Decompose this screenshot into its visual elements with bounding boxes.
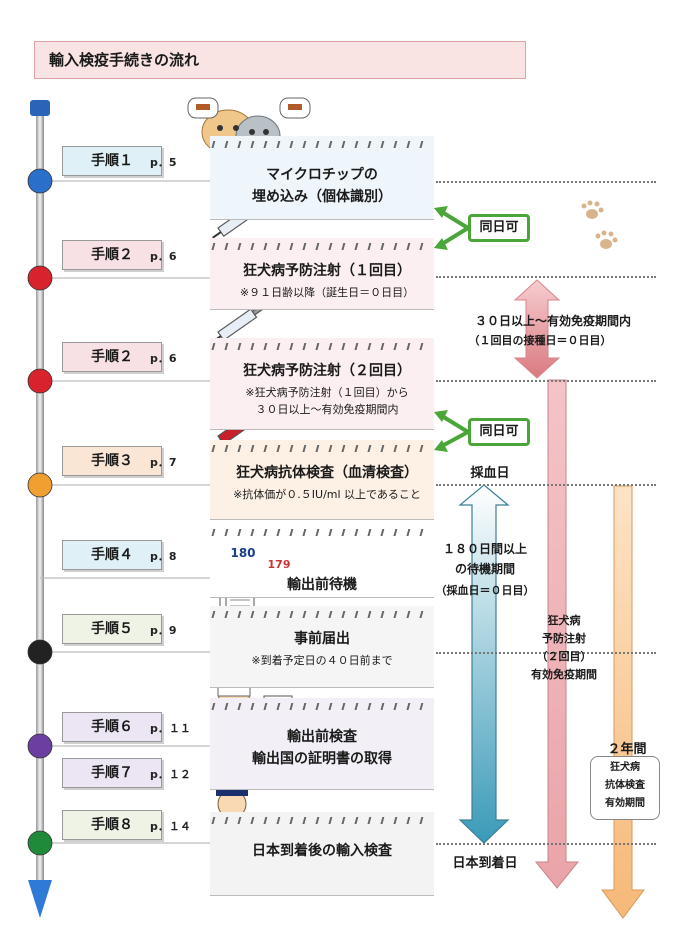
bead-step2b: [27, 368, 53, 394]
step-label: 手順５: [62, 614, 162, 644]
antibody-validity-arrow: [601, 485, 645, 919]
step-label: 手順８: [62, 810, 162, 840]
page-reference: p．8: [150, 550, 177, 563]
arrival-day-label: 日本到着日: [452, 856, 518, 871]
step-label: 手順３: [62, 446, 162, 476]
page-reference: p．１１: [150, 722, 191, 735]
dotted-guide: [436, 380, 656, 382]
card-title: 日本到着後の輸入検査: [252, 843, 392, 859]
step-label: 手順６: [62, 712, 162, 742]
dotted-guide: [436, 484, 656, 486]
card-note2: ３０日以上～有効免疫期間内: [255, 403, 399, 416]
dotted-guide: [436, 181, 656, 183]
step-label: 手順４: [62, 540, 162, 570]
step-card: 狂犬病予防注射（２回目） ※狂犬病予防注射（１回目）から ３０日以上～有効免疫期間内: [210, 338, 434, 430]
card-title2: 埋め込み（個体識別）: [252, 189, 392, 205]
wait-180-sub: （採血日＝０日目）: [435, 584, 535, 597]
bead-step6: [27, 733, 53, 759]
card-title: 輸出前待機: [287, 577, 357, 593]
page-reference: p．9: [150, 624, 177, 637]
card-title: 狂犬病抗体検査（血清検査）: [236, 465, 418, 481]
step-card: 輸出前待機: [210, 524, 434, 598]
antibody-validity-line: 有効期間: [605, 798, 645, 809]
blood-day-label: 採血日: [470, 466, 510, 481]
two-years-label: ２年間: [607, 742, 647, 757]
card-title: 狂犬病予防注射（２回目）: [243, 363, 411, 379]
interval-30-arrow: [513, 279, 561, 379]
bead-step3: [27, 472, 53, 498]
page-reference: p．7: [150, 456, 177, 469]
bead-step8: [27, 830, 53, 856]
same-day-badge: 同日可: [468, 418, 530, 446]
interval-30-label: ３０日以上～有効免疫期間内: [474, 314, 631, 328]
bead-step2a: [27, 265, 53, 291]
same-day-badge: 同日可: [468, 214, 530, 242]
page-reference: p．6: [150, 352, 177, 365]
step-card: 輸出前検査輸出国の証明書の取得: [210, 698, 434, 790]
page-reference: p．5: [150, 156, 177, 169]
dotted-guide: [436, 843, 656, 845]
page-reference: p．6: [150, 250, 177, 263]
vaccine-validity-line: 予防注射: [542, 632, 586, 645]
step-card: 狂犬病予防注射（１回目） ※９１日齢以降（誕生日＝０日目）: [210, 238, 434, 310]
bead-step5: [27, 639, 53, 665]
bead-step1: [27, 168, 53, 194]
step-label: 手順７: [62, 758, 162, 788]
card-note: ※到着予定日の４０日前まで: [251, 654, 393, 667]
dotted-guide: [436, 276, 656, 278]
dotted-guide: [436, 652, 656, 654]
antibody-validity-label: 狂犬病 抗体検査 有効期間: [590, 756, 660, 820]
step-card: 狂犬病抗体検査（血清検査） ※抗体価が０.５IU/ml 以上であること: [210, 440, 434, 520]
step-card: 事前届出 ※到着予定日の４０日前まで: [210, 606, 434, 688]
page-reference: p．１４: [150, 820, 191, 833]
step-label: 手順２: [62, 342, 162, 372]
calendar-179: 179: [267, 558, 291, 571]
timeline-arrowhead: [28, 880, 52, 918]
card-note: ※抗体価が０.５IU/ml 以上であること: [233, 488, 421, 501]
wait-180-line1: １８０日間以上: [442, 542, 527, 556]
antibody-validity-line: 抗体検査: [605, 780, 645, 791]
vaccine-validity-line: 狂犬病: [547, 614, 581, 627]
antibody-validity-line: 狂犬病: [610, 762, 640, 773]
card-title: 輸出前検査: [287, 729, 357, 745]
vaccine-validity-line: （２回目）: [536, 650, 592, 663]
step-card: マイクロチップの埋め込み（個体識別）: [210, 136, 434, 220]
card-title: 狂犬病予防注射（１回目）: [243, 263, 411, 279]
vaccine-validity-line: 有効免疫期間: [531, 668, 597, 681]
card-title2: 輸出国の証明書の取得: [252, 751, 392, 767]
page-title: 輸入検疫手続きの流れ: [34, 41, 526, 79]
step-label: 手順２: [62, 240, 162, 270]
card-note: ※９１日齢以降（誕生日＝０日目）: [239, 286, 415, 299]
calendar-180: 180: [230, 546, 256, 560]
interval-30-sub: （１回目の接種日＝０日目）: [468, 334, 612, 347]
card-title: マイクロチップの: [266, 167, 378, 183]
card-note: ※狂犬病予防注射（１回目）から: [245, 386, 409, 399]
wait-180-line2: の待機期間: [454, 562, 515, 576]
step-card: 日本到着後の輸入検査: [210, 812, 434, 896]
card-title: 事前届出: [294, 631, 350, 647]
timeline-cap: [30, 100, 50, 116]
page-reference: p．１２: [150, 768, 191, 781]
step-label: 手順１: [62, 146, 162, 176]
vaccine-validity-label: 狂犬病 予防注射 （２回目） 有効免疫期間: [522, 612, 606, 684]
wait-180-arrow: [458, 484, 510, 844]
vaccine-validity-arrow: [534, 379, 580, 889]
